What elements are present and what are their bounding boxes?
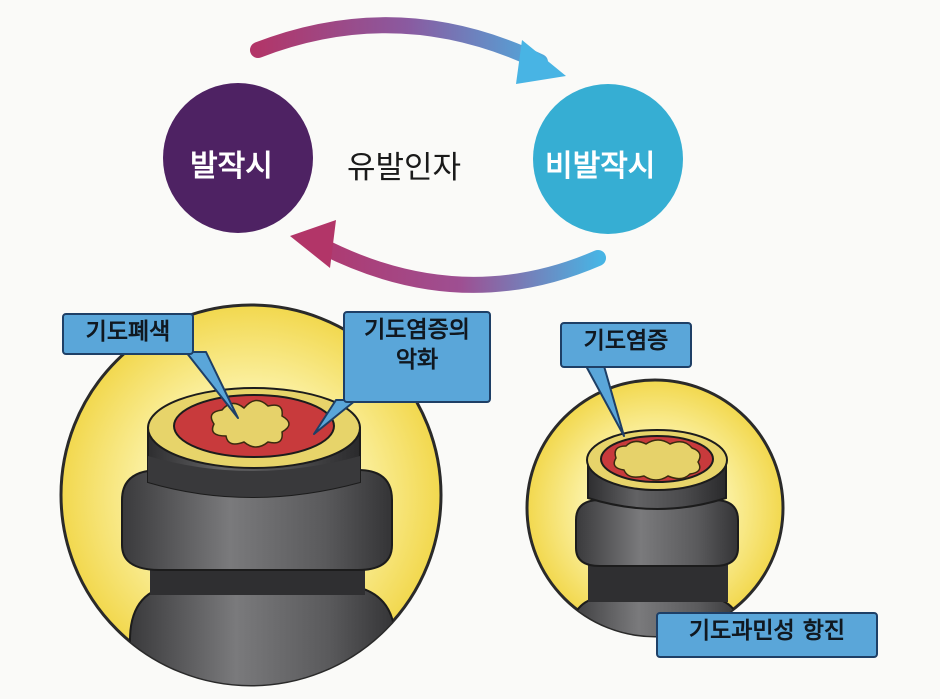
callout-inflammation-worsening: 기도염증의 악화 (343, 311, 491, 403)
attack-circle (163, 83, 313, 233)
attack-label: 발작시 (190, 149, 273, 184)
non-attack-circle (533, 84, 683, 234)
callout-hyperresponsiveness-text: 기도과민성 항진 (688, 618, 846, 644)
cycle-arrow-bottom (290, 220, 606, 293)
callout-obstruction-text: 기도폐색 (85, 319, 171, 345)
callout-hyperresponsiveness: 기도과민성 항진 (656, 612, 878, 658)
callout-inflammation-line1: 기도염증의 (364, 317, 470, 343)
callout-inflammation-text: 기도염증 (583, 328, 669, 354)
callout-inflammation: 기도염증 (560, 322, 692, 368)
non-attack-label: 비발작시 (545, 149, 656, 184)
trigger-label: 유발인자 (347, 150, 462, 186)
callout-inflammation-line2: 악화 (395, 347, 439, 373)
callout-obstruction: 기도폐색 (62, 313, 194, 355)
cycle-arrow-top (250, 17, 566, 84)
